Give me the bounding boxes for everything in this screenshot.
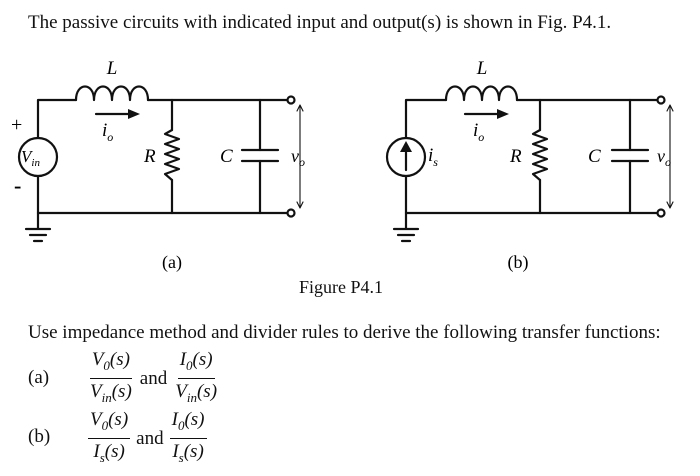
current-a-label: io — [102, 120, 113, 144]
part-b-expression: V0(s) Is(s) and I0(s) Is(s) — [88, 409, 207, 469]
ground-b — [392, 227, 420, 243]
part-a-label: (a) — [28, 367, 50, 388]
fraction-b2: I0(s) Is(s) — [169, 409, 207, 465]
terminal-b-top — [656, 95, 666, 105]
resistor-a — [163, 128, 181, 182]
and-text-a: and — [139, 367, 168, 389]
fraction-b1: V0(s) Is(s) — [88, 409, 131, 465]
output-arrow-a — [296, 104, 304, 209]
fraction-a1: V0(s) Vin(s) — [89, 349, 132, 405]
output-a-label: vo — [291, 146, 305, 169]
inductor-b-label: L — [476, 58, 488, 79]
capacitor-b — [610, 148, 650, 163]
resistor-b-label: R — [509, 146, 522, 167]
terminal-b-bottom — [656, 208, 666, 218]
part-b-label: (b) — [28, 426, 51, 447]
inductor-a — [74, 85, 150, 102]
and-text-b: and — [136, 427, 164, 449]
terminal-a-bottom — [286, 208, 296, 218]
current-arrow-b-head — [497, 109, 509, 119]
intro-text: The passive circuits with indicated inpu… — [28, 12, 612, 33]
capacitor-a-label: C — [220, 146, 233, 167]
output-arrow-b — [666, 104, 674, 209]
minus-sign: - — [14, 173, 21, 198]
terminal-a-top — [286, 95, 296, 105]
capacitor-a — [240, 148, 280, 163]
current-arrow-a-head — [128, 109, 140, 119]
caption-a: (a) — [162, 252, 182, 273]
ground-a — [24, 227, 52, 243]
plus-sign: + — [11, 114, 22, 136]
circuit-b-wires — [404, 98, 660, 230]
current-source-arrow-head — [400, 141, 412, 152]
caption-b: (b) — [508, 252, 529, 273]
circuit-a-wires — [36, 98, 290, 230]
resistor-b — [531, 128, 549, 182]
question-text: Use impedance method and divider rules t… — [28, 322, 661, 343]
resistor-a-label: R — [143, 146, 156, 167]
circuit-diagrams: L io R C Vin + - vo L io R C is vo (a) (… — [11, 58, 674, 273]
current-b-label: io — [473, 120, 484, 144]
capacitor-b-label: C — [588, 146, 601, 167]
inductor-a-label: L — [106, 58, 118, 79]
figure-title: Figure P4.1 — [299, 277, 384, 297]
current-source-b — [385, 136, 427, 178]
part-a-expression: V0(s) Vin(s) and I0(s) Vin(s) — [88, 349, 219, 409]
output-b-label: vo — [657, 146, 671, 169]
source-a-label: Vin — [21, 147, 40, 169]
fraction-a2: I0(s) Vin(s) — [175, 349, 218, 405]
source-b-label: is — [428, 145, 438, 169]
inductor-b — [444, 85, 519, 102]
voltage-source-a — [17, 136, 59, 178]
